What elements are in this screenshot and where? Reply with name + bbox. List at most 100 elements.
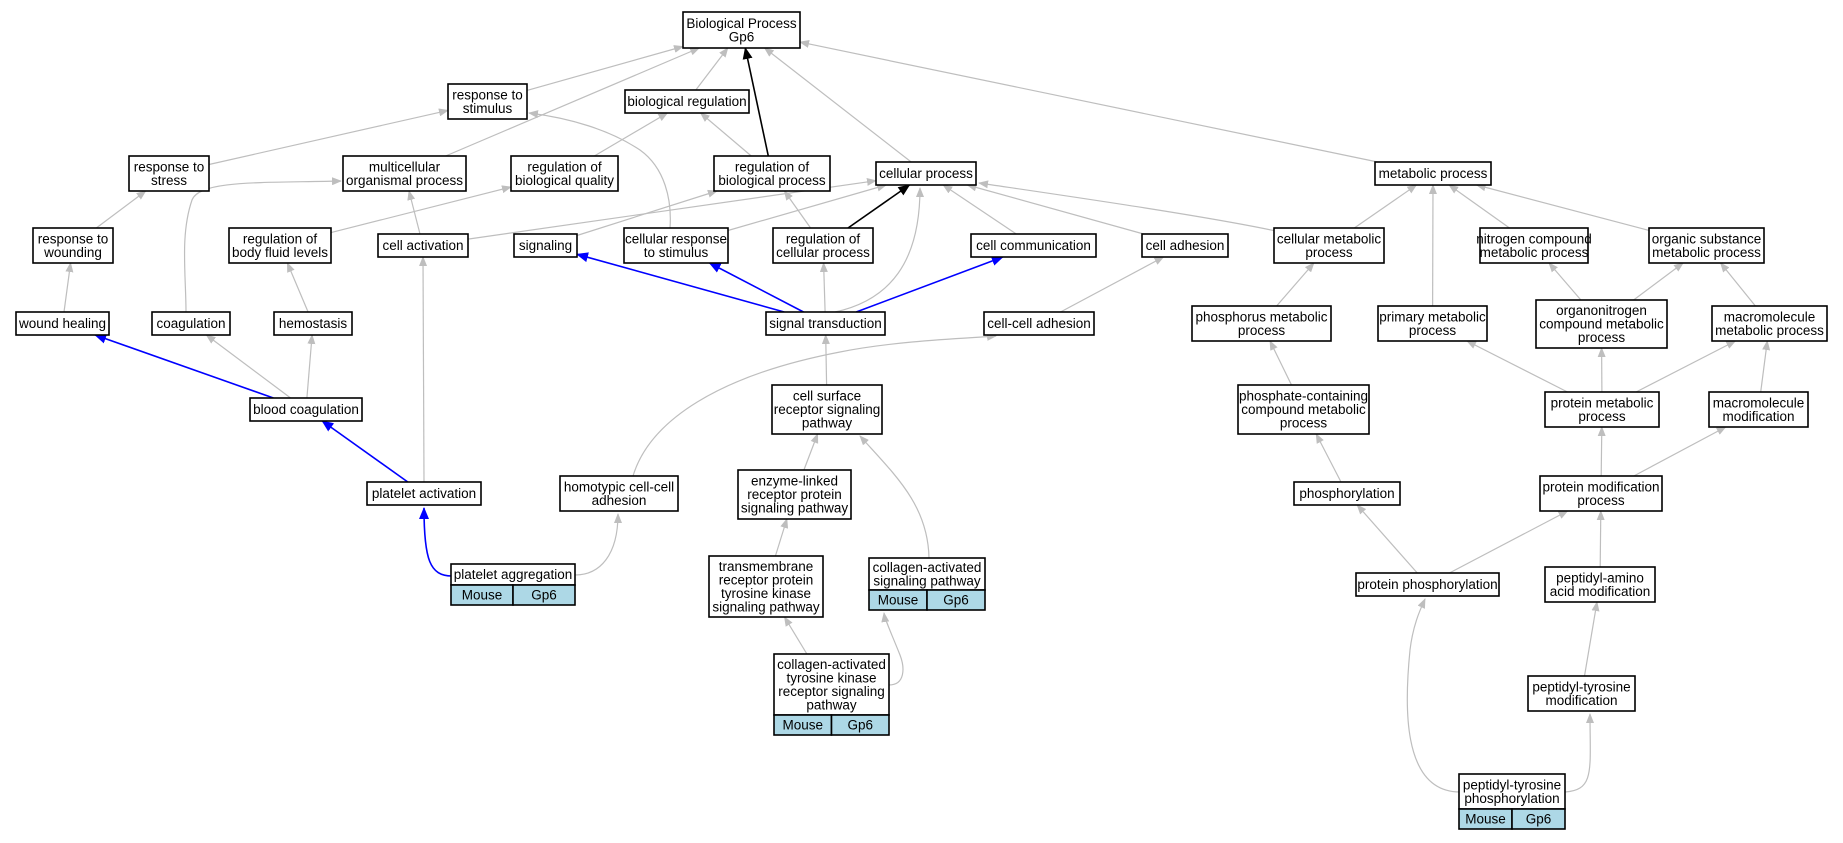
node-blood-coagulation[interactable]: blood coagulation: [249, 397, 363, 422]
node-label-line: modification: [1545, 693, 1617, 708]
node-label-line: pathway: [806, 697, 857, 712]
node-hemostasis[interactable]: hemostasis: [273, 311, 353, 336]
node-cellular-process[interactable]: cellular process: [875, 161, 977, 186]
node-box: [624, 89, 750, 114]
node-label-line: peptidyl-tyrosine: [1463, 777, 1561, 792]
node-label-line: stimulus: [463, 101, 513, 116]
node-label-line: process: [1577, 493, 1625, 508]
node-label-line: cellular metabolic: [1277, 231, 1382, 246]
node-cell-communication[interactable]: cell communication: [970, 233, 1097, 258]
node-box: [771, 384, 883, 435]
node-box: [1535, 299, 1668, 349]
node-label-line: coagulation: [156, 316, 225, 331]
node-cell-adhesion[interactable]: cell adhesion: [1141, 233, 1229, 258]
edge-layer: [63, 40, 1771, 793]
annotation-gene-cell: [830, 714, 890, 736]
node-box: [559, 475, 679, 512]
node-box: [1539, 475, 1663, 512]
edge-regulation-of-biological-process-to-biological-regulation: [699, 112, 752, 157]
node-label-line: organic substance: [1652, 231, 1762, 246]
node-label-line: to stimulus: [644, 245, 709, 260]
annotation-species: Mouse: [878, 593, 919, 608]
node-biological-regulation[interactable]: biological regulation: [624, 89, 750, 114]
node-label-line: cell adhesion: [1146, 238, 1225, 253]
node-label-line: process: [1409, 323, 1457, 338]
node-label-line: metabolic process: [1379, 166, 1488, 181]
edge-cell-cell-adhesion-to-cell-adhesion: [1060, 256, 1165, 313]
node-coagulation[interactable]: coagulation: [151, 311, 231, 336]
node-metabolic-process[interactable]: metabolic process: [1374, 161, 1492, 186]
node-label-line: metabolic process: [1715, 323, 1824, 338]
edge-response-to-stimulus-to-bp: [526, 45, 684, 91]
node-box: [1141, 233, 1229, 258]
edge-organonitrogen-compound-metabolic-process-to-nitrogen-compound-metabolic-process: [1548, 262, 1582, 301]
node-wound-healing[interactable]: wound healing: [15, 311, 110, 336]
node-label-line: receptor protein: [747, 487, 842, 502]
node-platelet-activation[interactable]: platelet activation: [366, 481, 482, 506]
edge-blood-coagulation-to-hemostasis: [306, 334, 316, 399]
node-label-line: metabolic process: [1652, 245, 1761, 260]
node-box: [513, 233, 578, 258]
edge-regulation-of-biological-process-to-bp: [742, 47, 770, 157]
annotation-gene: Gp6: [847, 718, 873, 733]
node-label-line: homotypic cell-cell: [564, 479, 674, 494]
node-label-line: signaling pathway: [873, 573, 981, 588]
node-phosphorylation[interactable]: phosphorylation: [1293, 481, 1401, 506]
node-label-line: modification: [1722, 409, 1794, 424]
node-box: [1711, 305, 1828, 342]
edge-platelet-activation-to-cell-activation: [419, 256, 428, 483]
node-label-line: response to: [452, 87, 523, 102]
node-box: [1544, 391, 1660, 428]
edge-biological-regulation-to-bp: [695, 47, 729, 91]
node-cell-cell-adhesion[interactable]: cell-cell adhesion: [983, 311, 1095, 336]
edge-nitrogen-compound-metabolic-process-to-metabolic-process: [1448, 184, 1510, 229]
node-box: [1458, 773, 1566, 810]
node-signaling[interactable]: signaling: [513, 233, 578, 258]
node-box: [1355, 572, 1500, 597]
node-label-line: process: [1280, 416, 1328, 431]
node-box: [1293, 481, 1401, 506]
node-protein-phosphorylation[interactable]: protein phosphorylation: [1355, 572, 1500, 597]
edge-cell-activation-to-multicellular-organismal-process: [407, 190, 421, 235]
node-box: [249, 397, 363, 422]
node-label-line: wound healing: [18, 316, 106, 331]
node-box: [1273, 227, 1385, 264]
node-cell-activation[interactable]: cell activation: [377, 233, 469, 258]
node-label-line: protein modification: [1542, 479, 1659, 494]
node-label-line: organismal process: [346, 173, 463, 188]
node-signal-transduction[interactable]: signal transduction: [765, 311, 886, 336]
edge-signal-transduction-to-signaling: [576, 252, 785, 313]
edge-protein-modification-process-to-protein-metabolic-process: [1597, 426, 1606, 477]
